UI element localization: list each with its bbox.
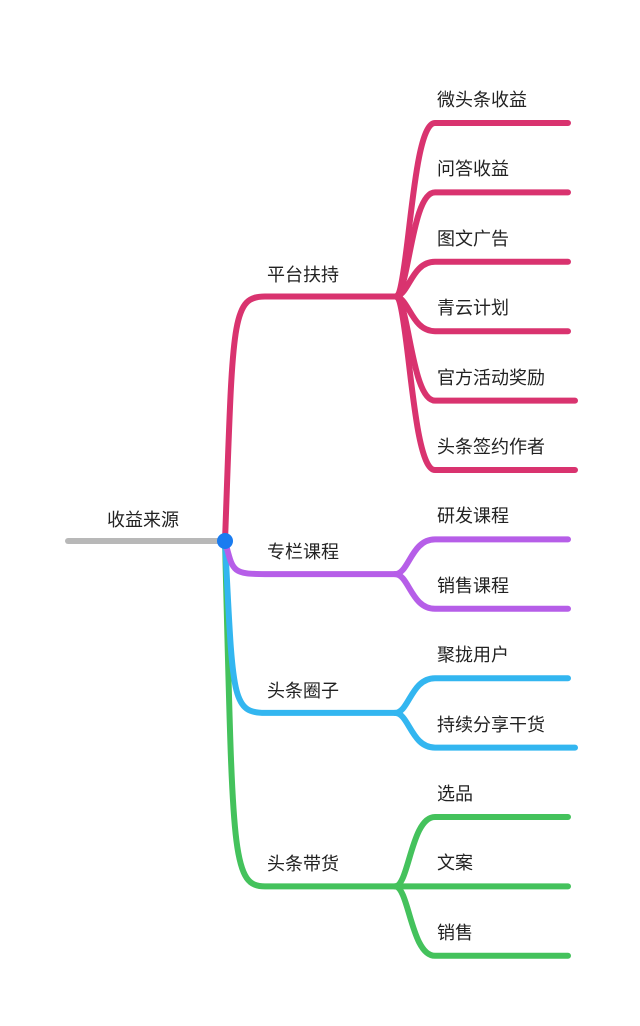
- leaf-label[interactable]: 选品: [437, 784, 473, 805]
- branch-connector-1: [222, 538, 398, 578]
- leaf-label[interactable]: 文案: [437, 853, 473, 875]
- leaf-connector-1-1: [392, 571, 571, 612]
- leaf-connector-2-1: [392, 709, 578, 751]
- leaf-connector-1-0: [392, 536, 571, 578]
- branch-label-0[interactable]: 平台扶持: [267, 264, 339, 286]
- leaf-label[interactable]: 持续分享干货: [437, 714, 545, 736]
- leaf-label[interactable]: 图文广告: [437, 228, 509, 250]
- root-node-label[interactable]: 收益来源: [107, 510, 179, 531]
- leaf-label[interactable]: 销售: [437, 922, 473, 944]
- leaf-label[interactable]: 青云计划: [437, 298, 509, 320]
- branch-connector-2: [222, 538, 398, 716]
- branch-label-2[interactable]: 头条圈子: [267, 680, 339, 702]
- leaf-connector-0-5: [392, 293, 578, 473]
- branch-connector-3: [222, 538, 398, 890]
- leaf-connector-3-0: [392, 814, 571, 890]
- leaf-label[interactable]: 销售课程: [437, 575, 509, 597]
- leaf-label[interactable]: 官方活动奖励: [437, 367, 545, 389]
- branch-connector-0: [222, 293, 398, 544]
- branch-label-3[interactable]: 头条带货: [267, 854, 339, 876]
- leaf-connector-2-0: [392, 675, 571, 716]
- leaf-connector-0-2: [392, 258, 571, 300]
- leaf-label[interactable]: 问答收益: [437, 159, 509, 181]
- branch-label-1[interactable]: 专栏课程: [267, 542, 339, 564]
- leaf-label[interactable]: 头条签约作者: [437, 437, 545, 458]
- leaf-label[interactable]: 微头条收益: [437, 90, 527, 111]
- leaf-label[interactable]: 聚拢用户: [437, 645, 509, 667]
- leaf-label[interactable]: 研发课程: [437, 506, 509, 528]
- leaf-connector-3-2: [392, 883, 571, 959]
- root-node-dot[interactable]: [217, 533, 233, 549]
